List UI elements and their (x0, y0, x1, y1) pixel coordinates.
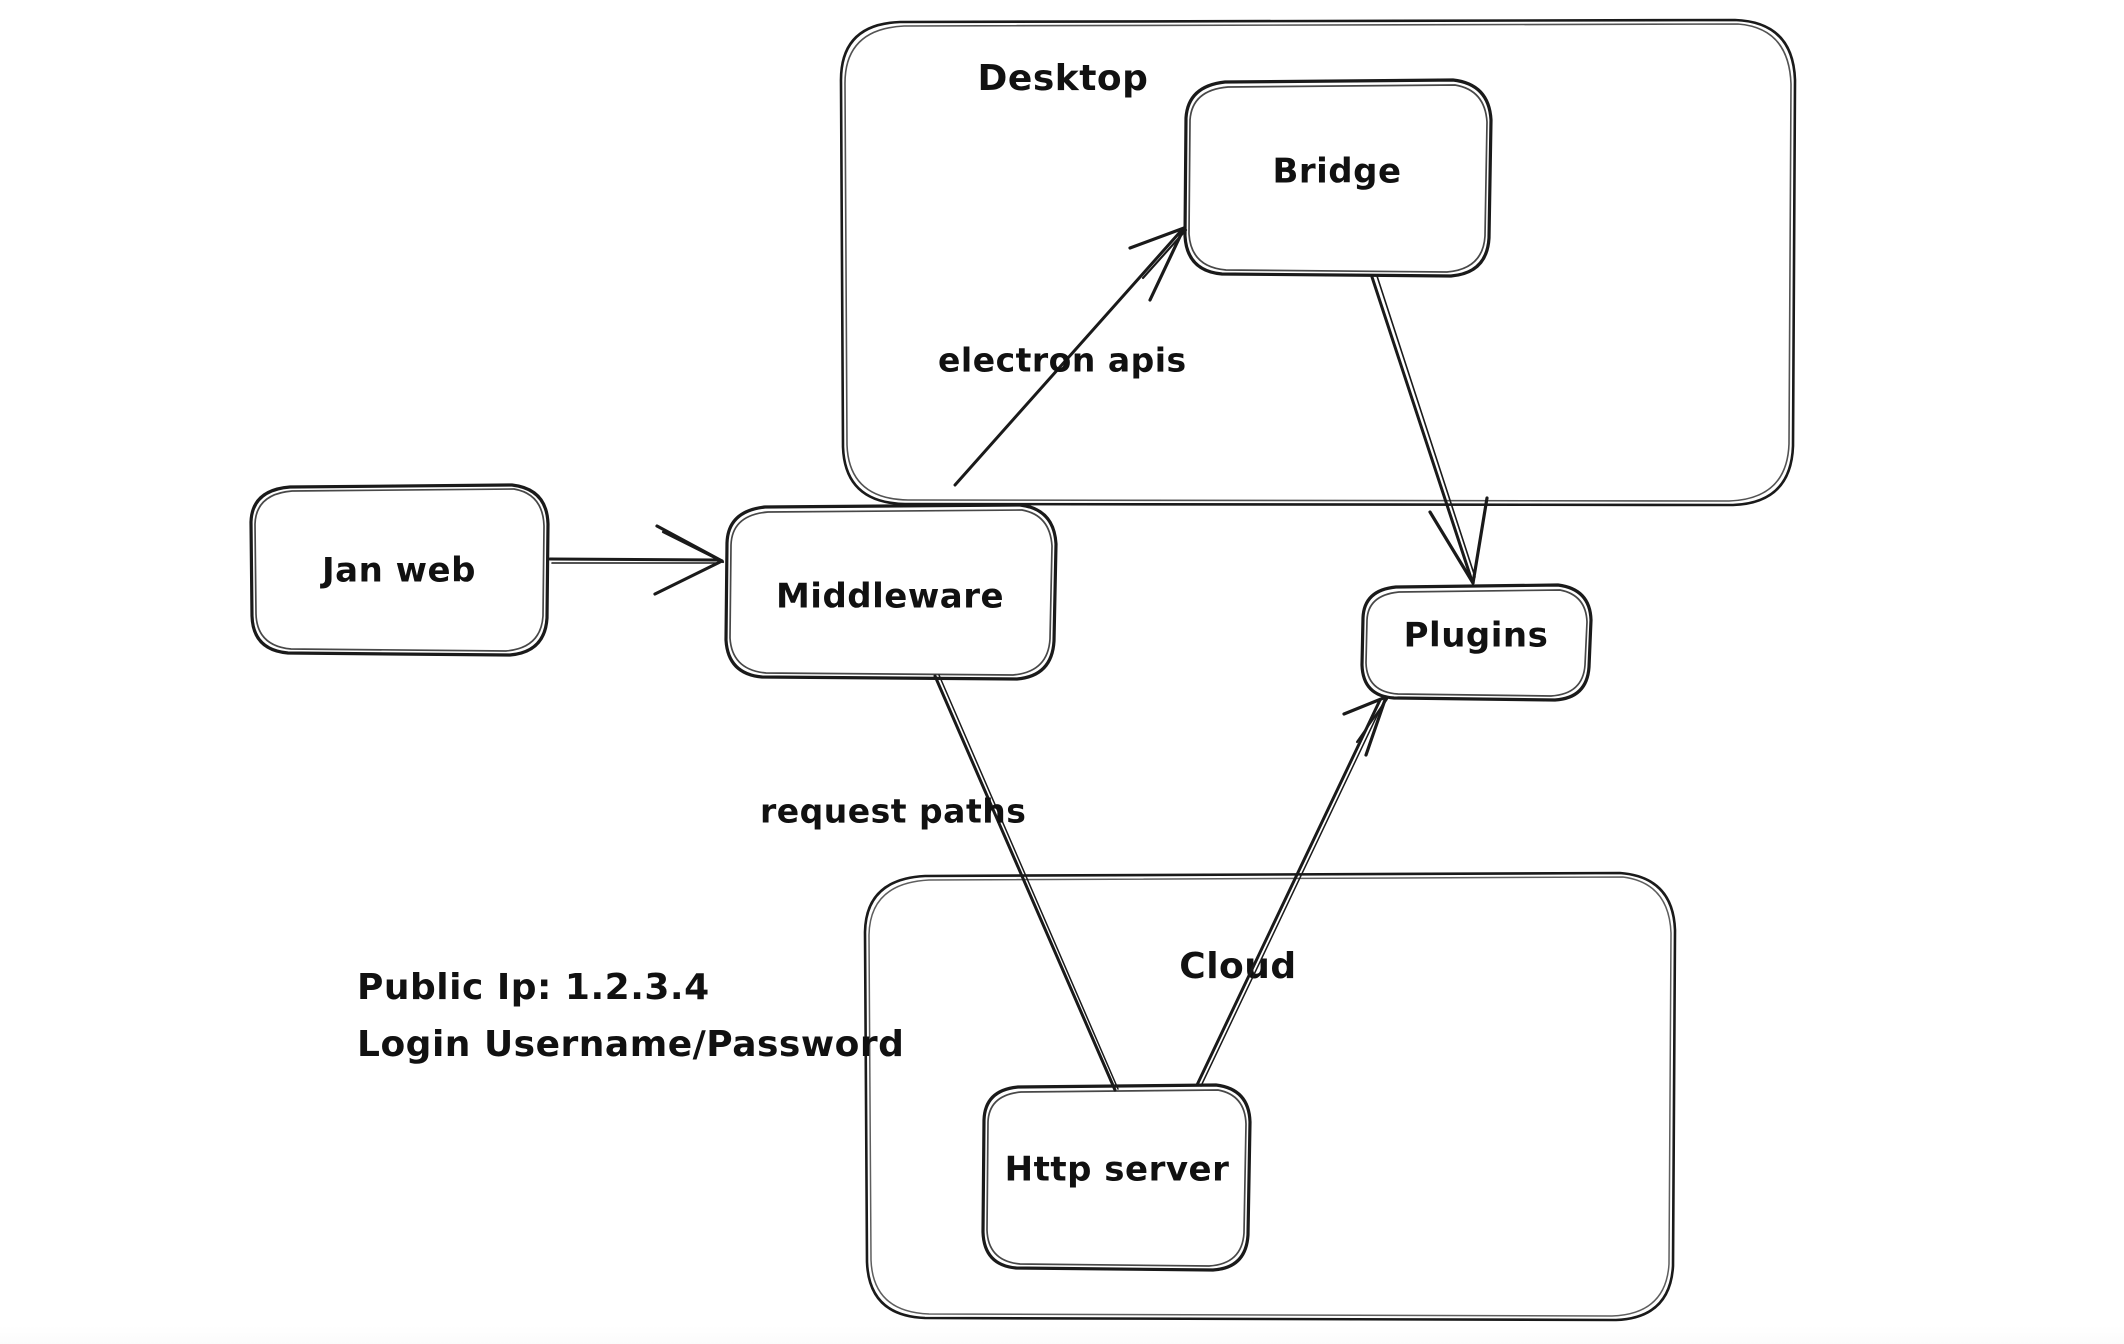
node-http-server-label: Http server (1005, 1150, 1230, 1190)
arrowhead-line (653, 559, 724, 596)
edge-label-electron-apis: electron apis (938, 341, 1187, 380)
edge-middleware-to-bridge (953, 226, 1188, 487)
arrowhead-line (1128, 226, 1186, 250)
edge-bridge-to-plugins (1370, 275, 1489, 585)
node-plugins[interactable]: Plugins (1360, 583, 1593, 702)
arrowhead-line (1342, 695, 1388, 716)
container-cloud[interactable]: Cloud (863, 871, 1677, 1322)
edge-httpserver-to-plugins (1195, 695, 1389, 1087)
node-middleware[interactable]: Middleware (724, 503, 1058, 681)
node-jan-web[interactable]: Jan web (249, 483, 550, 657)
note-line-login: Login Username/Password (357, 1024, 904, 1065)
container-desktop[interactable]: Desktop (839, 18, 1797, 507)
edge-janweb-to-middleware (548, 524, 725, 596)
edge-label-request-paths: request paths (760, 792, 1026, 831)
note-line-public-ip: Public Ip: 1.2.3.4 (357, 967, 710, 1008)
bottom-edge-band (0, 1326, 2124, 1344)
arrowhead-line (1471, 496, 1489, 585)
node-bridge-label: Bridge (1272, 152, 1401, 192)
node-http-server[interactable]: Http server (981, 1083, 1252, 1272)
arrowhead-line (1428, 510, 1475, 585)
node-middleware-label: Middleware (776, 577, 1004, 617)
node-bridge[interactable]: Bridge (1183, 78, 1493, 278)
node-plugins-label: Plugins (1404, 616, 1549, 656)
container-desktop-label: Desktop (978, 58, 1149, 99)
node-jan-web-label: Jan web (320, 551, 476, 591)
edge-middleware-to-httpserver (933, 674, 1119, 1092)
connection-note: Public Ip: 1.2.3.4 Login Username/Passwo… (357, 967, 904, 1065)
container-cloud-label: Cloud (1179, 946, 1296, 987)
